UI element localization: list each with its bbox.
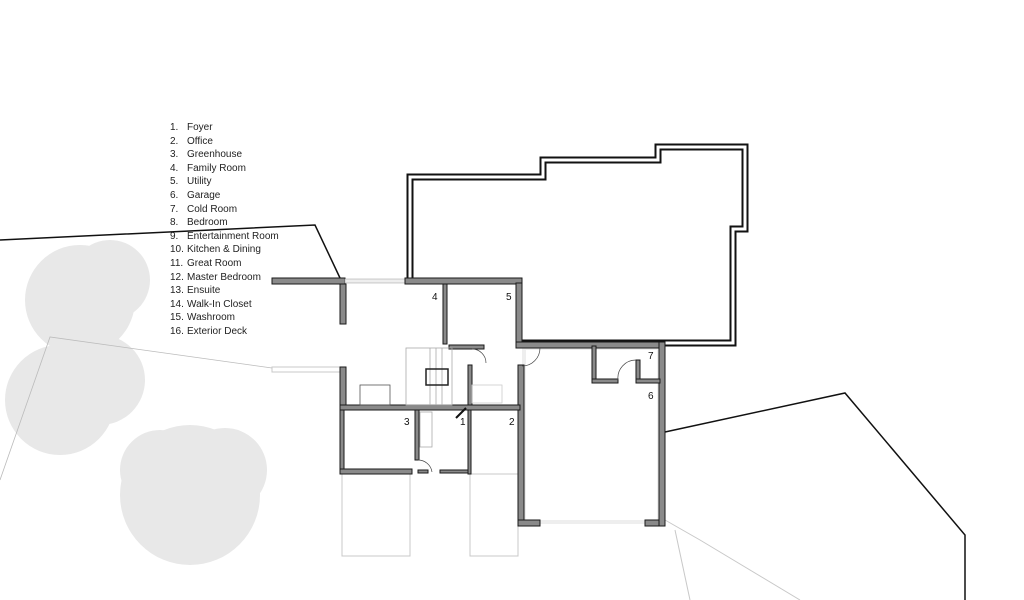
legend-label: Garage bbox=[187, 189, 221, 201]
path bbox=[271, 366, 343, 373]
room-label-foyer: 1 bbox=[460, 417, 466, 428]
room-label-office: 2 bbox=[509, 417, 515, 428]
driveway-edge-2 bbox=[674, 529, 691, 600]
legend-num: 8. bbox=[170, 217, 179, 229]
legend-item: 12.Master Bedroom bbox=[170, 271, 279, 285]
room-label-cold-room: 7 bbox=[648, 351, 654, 362]
legend-item: 2. Office bbox=[170, 135, 279, 149]
legend-num: 7. bbox=[170, 203, 179, 215]
legend-label: Walk-In Closet bbox=[187, 298, 252, 310]
legend-label: Family Room bbox=[187, 162, 246, 174]
legend-item: 10.Kitchen & Dining bbox=[170, 243, 279, 257]
legend-label: Ensuite bbox=[187, 285, 221, 297]
legend-item: 9. Entertainment Room bbox=[170, 230, 279, 244]
legend-num: 15. bbox=[170, 312, 184, 324]
legend-item: 1. Foyer bbox=[170, 121, 279, 135]
room-label-greenhouse: 3 bbox=[404, 417, 410, 428]
legend-label: Exterior Deck bbox=[187, 325, 248, 337]
tree-canopies bbox=[5, 240, 267, 565]
upper-floor-outline bbox=[406, 143, 749, 347]
legend-num: 4. bbox=[170, 162, 179, 174]
fireplace bbox=[359, 384, 391, 406]
legend-label: Kitchen & Dining bbox=[187, 244, 261, 256]
door-swings bbox=[417, 347, 637, 473]
room-labels: 4 5 7 6 3 1 2 bbox=[404, 292, 654, 428]
legend-item: 13.Ensuite bbox=[170, 284, 279, 298]
room-label-utility: 5 bbox=[506, 292, 512, 303]
legend-num: 6. bbox=[170, 189, 179, 201]
legend-label: Entertainment Room bbox=[187, 230, 279, 242]
property-line bbox=[0, 336, 273, 481]
staircase bbox=[405, 347, 453, 448]
appliances bbox=[471, 384, 503, 404]
legend-label: Office bbox=[187, 135, 213, 147]
room-label-family-room: 4 bbox=[432, 292, 438, 303]
legend-num: 9. bbox=[170, 230, 179, 242]
legend-num: 5. bbox=[170, 176, 179, 188]
legend-num: 3. bbox=[170, 149, 179, 161]
legend-num: 11. bbox=[170, 257, 184, 269]
legend-num: 16. bbox=[170, 325, 184, 337]
room-legend: 1. Foyer 2. Office 3. Greenhouse 4. Family R… bbox=[170, 121, 279, 339]
legend-num: 14. bbox=[170, 298, 184, 310]
legend-num: 12. bbox=[170, 271, 184, 283]
driveway-edge bbox=[664, 519, 801, 600]
legend-item: 3. Greenhouse bbox=[170, 148, 279, 162]
legend-num: 1. bbox=[170, 122, 179, 133]
legend-item: 16.Exterior Deck bbox=[170, 325, 279, 339]
legend-num: 2. bbox=[170, 135, 179, 147]
deck-left bbox=[341, 473, 411, 557]
site-boundary-right bbox=[664, 392, 966, 600]
legend-item: 15.Washroom bbox=[170, 311, 279, 325]
legend-num: 13. bbox=[170, 285, 184, 297]
legend-label: Cold Room bbox=[187, 203, 238, 215]
legend-num: 10. bbox=[170, 244, 184, 256]
legend-label: Bedroom bbox=[187, 217, 228, 229]
legend-label: Utility bbox=[187, 176, 212, 188]
legend-item: 11.Great Room bbox=[170, 257, 279, 271]
legend-label: Washroom bbox=[187, 312, 235, 324]
legend-label: Master Bedroom bbox=[187, 271, 261, 283]
legend-label: Foyer bbox=[187, 122, 213, 133]
room-label-garage: 6 bbox=[648, 391, 654, 402]
site-boundary-left bbox=[0, 224, 341, 279]
legend-item: 4. Family Room bbox=[170, 162, 279, 176]
legend-label: Greenhouse bbox=[187, 149, 243, 161]
legend-item: 7. Cold Room bbox=[170, 203, 279, 217]
deck-right bbox=[469, 473, 519, 557]
legend-label: Great Room bbox=[187, 257, 242, 269]
legend-item: 8. Bedroom bbox=[170, 216, 279, 230]
legend-item: 5. Utility bbox=[170, 175, 279, 189]
legend-item: 14.Walk-In Closet bbox=[170, 298, 279, 312]
legend-item: 6. Garage bbox=[170, 189, 279, 203]
walls bbox=[271, 277, 666, 527]
